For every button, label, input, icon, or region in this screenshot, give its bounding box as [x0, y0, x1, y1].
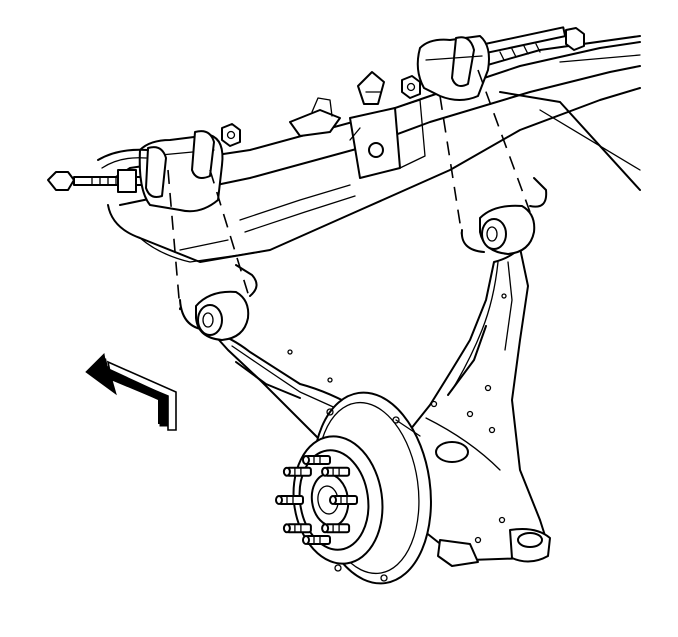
front-mount-bracket [97, 130, 224, 213]
wheel-stud [321, 523, 351, 534]
rear-mount-bracket [416, 35, 490, 101]
upper-control-arm [209, 247, 551, 567]
front-direction-arrow [85, 352, 177, 431]
front-bushing [195, 290, 250, 341]
rear-pivot-bolt [484, 26, 585, 61]
rear-bushing [479, 204, 536, 255]
front-pivot-nut [221, 123, 241, 147]
wheel-stud [282, 466, 312, 477]
rear-pivot-nut [401, 75, 421, 99]
wheel-stud [275, 495, 304, 505]
wheel-studs [275, 455, 358, 545]
alignment-guides [167, 69, 548, 331]
wheel-stud [302, 455, 331, 465]
wheel-stud [321, 466, 351, 477]
wheel-stud [329, 495, 358, 505]
wheel-stud [282, 523, 312, 534]
wheel-stud [302, 535, 331, 545]
front-pivot-bolt [47, 169, 145, 193]
frame-crossmember [107, 35, 641, 263]
